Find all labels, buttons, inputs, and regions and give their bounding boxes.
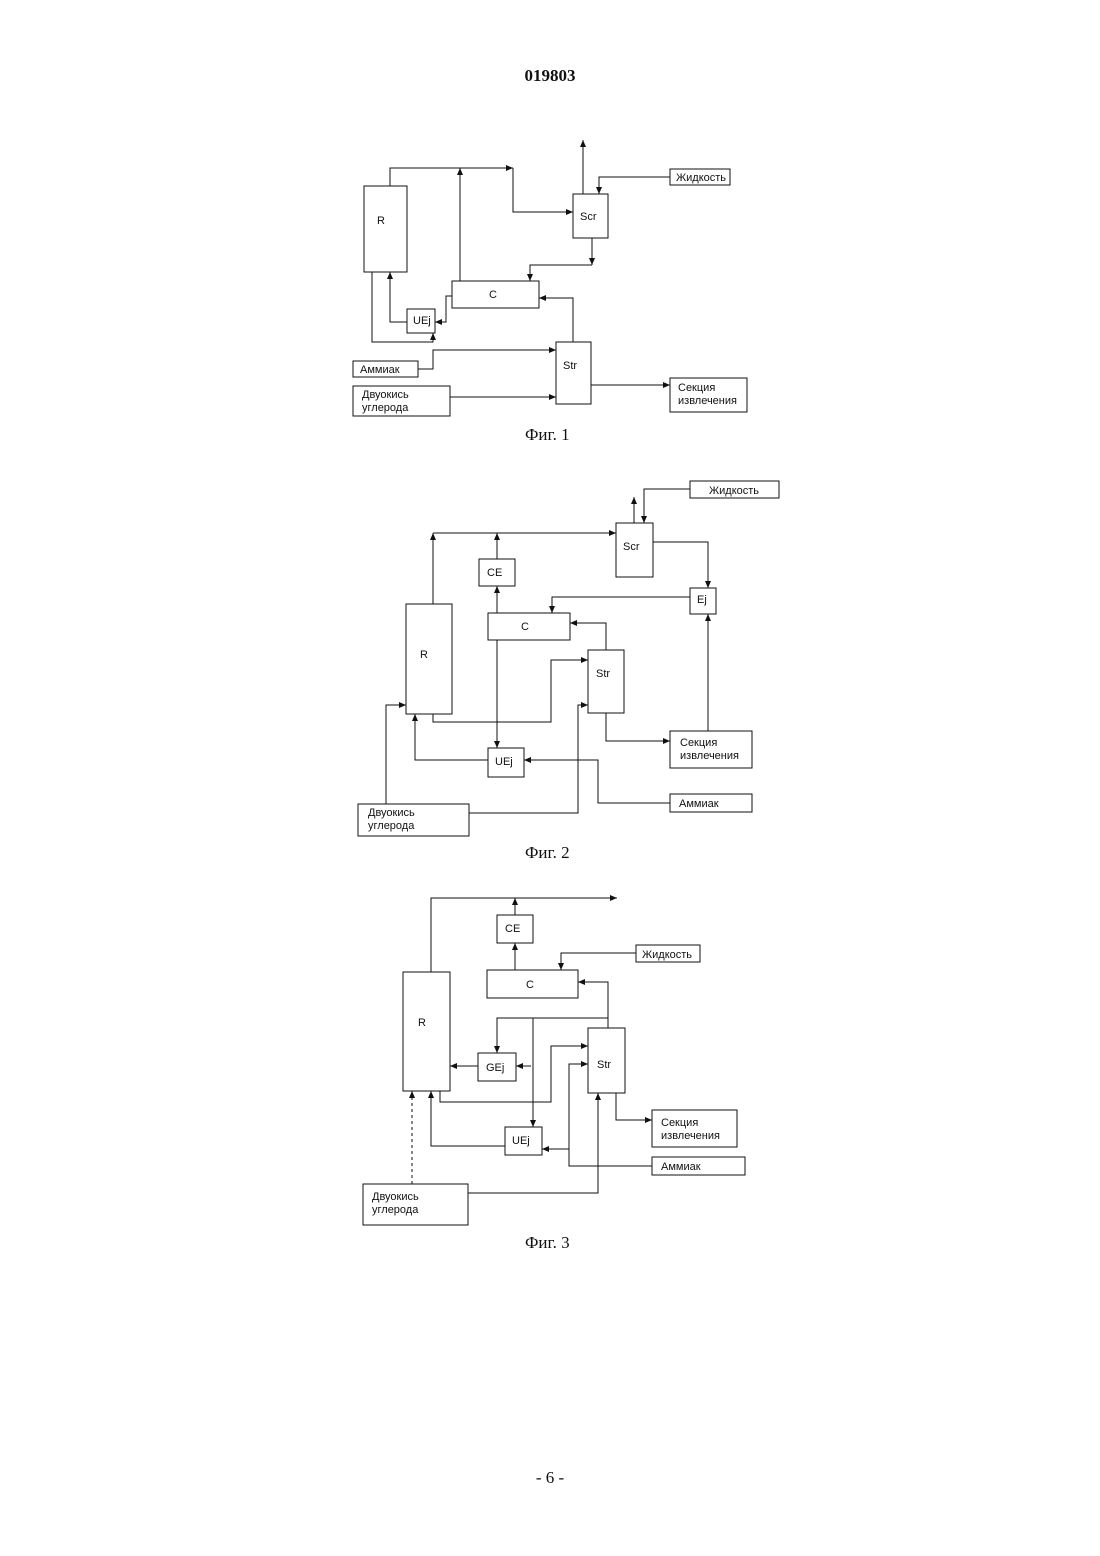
svg-text:UEj: UEj: [512, 1135, 530, 1147]
fig1-block-urea-ejector: UEj: [407, 309, 435, 333]
fig1-block-carbon-dioxide: Двуокись углерода: [353, 386, 450, 416]
svg-text:извлечения: извлечения: [661, 1130, 720, 1142]
svg-text:R: R: [420, 649, 428, 661]
fig1-connections: [372, 140, 670, 397]
svg-text:Аммиак: Аммиак: [679, 798, 719, 810]
figure-2: R Scr CE Ej C Str UEj Жидкость: [358, 481, 779, 862]
fig3-block-reactor: R: [403, 972, 450, 1091]
fig3-block-carbon-dioxide: Двуокись углерода: [363, 1184, 468, 1225]
svg-text:CE: CE: [505, 923, 520, 935]
fig2-block-ejector: Ej: [690, 588, 716, 614]
fig1-block-condenser: C: [452, 281, 539, 308]
svg-text:Аммиак: Аммиак: [661, 1161, 701, 1173]
svg-text:UEj: UEj: [413, 315, 431, 327]
fig2-block-liquid: Жидкость: [690, 481, 779, 498]
svg-text:UEj: UEj: [495, 756, 513, 768]
page-number: - 6 -: [0, 1468, 1100, 1488]
figure-3: R CE C GEj Str UEj Жидкость Секция: [363, 898, 745, 1252]
fig1-block-reactor: R: [364, 186, 407, 272]
svg-text:C: C: [489, 289, 497, 301]
fig3-block-ammonia: Аммиак: [652, 1157, 745, 1175]
fig3-block-gas-ejector: GEj: [478, 1053, 516, 1081]
fig2-block-ammonia: Аммиак: [670, 794, 752, 812]
fig3-block-stripper: Str: [588, 1028, 625, 1093]
svg-text:Двуокись: Двуокись: [372, 1191, 419, 1203]
svg-text:C: C: [521, 621, 529, 633]
svg-text:GEj: GEj: [486, 1062, 504, 1074]
svg-text:Аммиак: Аммиак: [360, 364, 400, 376]
svg-text:Двуокись: Двуокись: [368, 807, 415, 819]
fig1-block-recovery-section: Секция извлечения: [670, 378, 747, 412]
fig3-caption: Фиг. 3: [525, 1233, 570, 1252]
svg-text:Ej: Ej: [697, 594, 707, 606]
fig2-block-recovery-section: Секция извлечения: [670, 731, 752, 768]
fig2-caption: Фиг. 2: [525, 843, 570, 862]
svg-text:Жидкость: Жидкость: [676, 172, 726, 184]
fig2-block-condenser: C: [488, 613, 570, 640]
fig3-block-urea-ejector: UEj: [505, 1127, 542, 1155]
svg-text:углерода: углерода: [362, 402, 409, 414]
svg-text:углерода: углерода: [372, 1204, 419, 1216]
figure-1: R Scr C UEj Str Жидкость Аммиак Двуокис: [353, 140, 747, 444]
fig2-block-reactor: R: [406, 604, 452, 714]
fig2-block-stripper: Str: [588, 650, 624, 713]
svg-text:Жидкость: Жидкость: [709, 485, 759, 497]
fig2-block-ce: CE: [479, 559, 515, 586]
svg-text:Жидкость: Жидкость: [642, 949, 692, 961]
svg-text:извлечения: извлечения: [678, 395, 737, 407]
fig1-block-stripper: Str: [556, 342, 591, 404]
fig3-block-ce: CE: [497, 915, 533, 943]
fig3-block-liquid: Жидкость: [636, 945, 700, 962]
svg-text:извлечения: извлечения: [680, 750, 739, 762]
fig2-block-carbon-dioxide: Двуокись углерода: [358, 804, 469, 836]
fig2-block-urea-ejector: UEj: [488, 748, 524, 777]
fig1-block-scrubber: Scr: [573, 194, 608, 238]
svg-text:Str: Str: [563, 360, 577, 372]
fig1-caption: Фиг. 1: [525, 425, 570, 444]
svg-text:Двуокись: Двуокись: [362, 389, 409, 401]
svg-text:CE: CE: [487, 567, 502, 579]
fig1-block-ammonia: Аммиак: [353, 361, 418, 377]
svg-text:углерода: углерода: [368, 820, 415, 832]
svg-text:R: R: [377, 215, 385, 227]
svg-text:R: R: [418, 1017, 426, 1029]
svg-text:Str: Str: [597, 1059, 611, 1071]
svg-text:Scr: Scr: [623, 541, 640, 553]
svg-text:Секция: Секция: [680, 737, 717, 749]
fig2-block-scrubber: Scr: [616, 523, 653, 577]
svg-text:Секция: Секция: [678, 382, 715, 394]
svg-text:C: C: [526, 979, 534, 991]
fig3-block-recovery-section: Секция извлечения: [652, 1110, 737, 1147]
svg-text:Секция: Секция: [661, 1117, 698, 1129]
svg-text:Str: Str: [596, 668, 610, 680]
fig3-block-condenser: C: [487, 970, 578, 998]
svg-text:Scr: Scr: [580, 211, 597, 223]
fig1-block-liquid: Жидкость: [670, 169, 730, 185]
